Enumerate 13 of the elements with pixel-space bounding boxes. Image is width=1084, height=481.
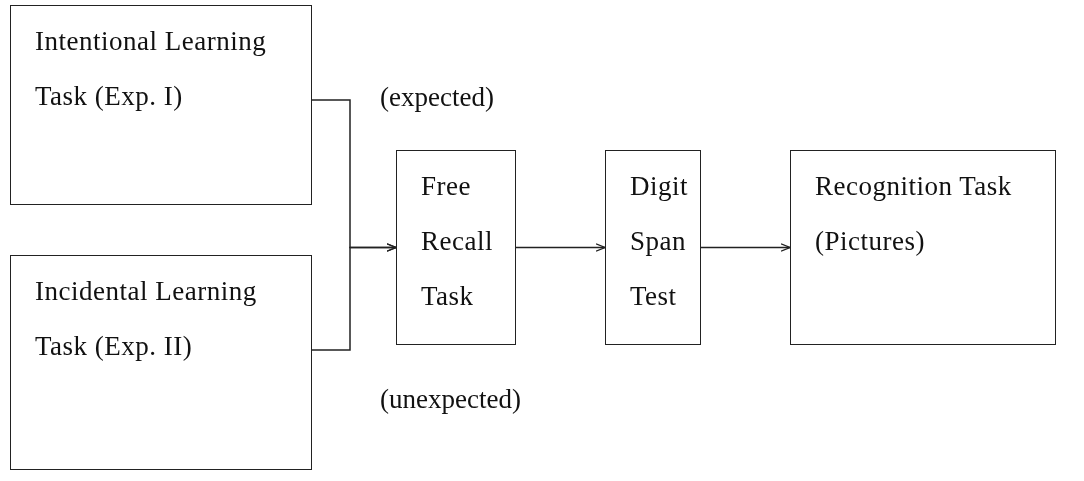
box-text: Free Recall Task	[421, 170, 494, 313]
process-box	[10, 5, 312, 205]
process-box	[396, 150, 516, 345]
arrow	[515, 243, 606, 252]
process-box	[10, 255, 312, 470]
box-text: Intentional Learning Task (Exp. I)	[35, 25, 268, 113]
box-text: Incidental Learning Task (Exp. II)	[35, 275, 258, 363]
box-text: Recognition Task (Pictures)	[815, 170, 1013, 258]
box-text: Digit Span Test	[630, 170, 689, 313]
process-box	[605, 150, 701, 345]
process-box	[790, 150, 1056, 345]
arrow	[311, 243, 397, 351]
arrow	[700, 243, 791, 252]
